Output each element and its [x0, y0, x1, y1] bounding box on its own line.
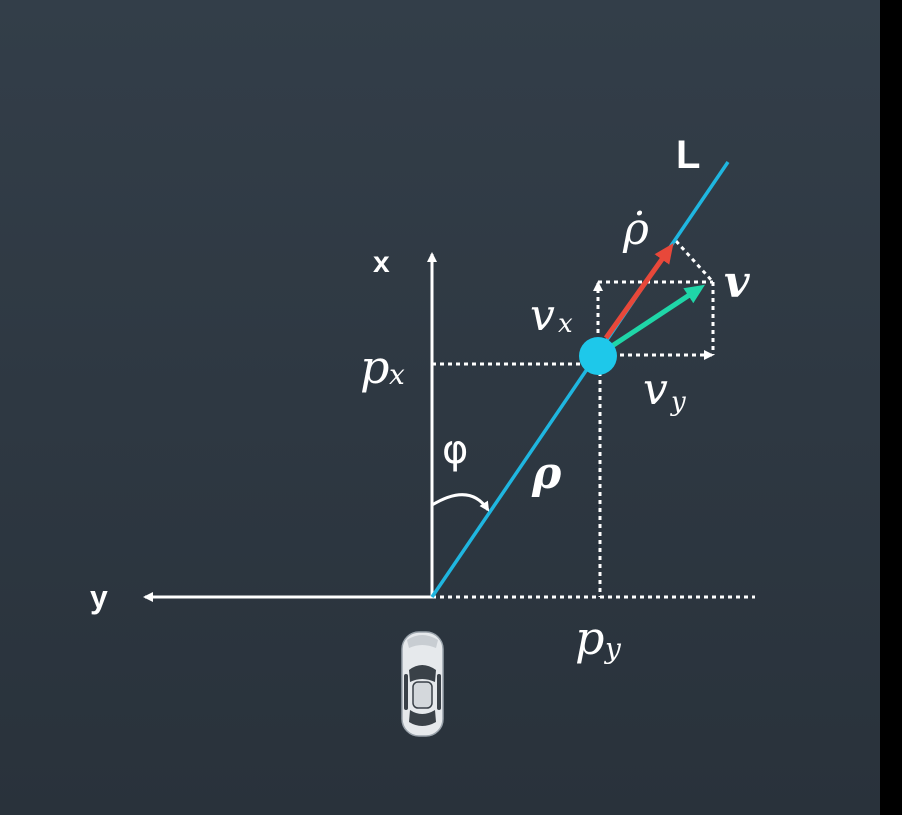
line-L-label: L — [676, 133, 700, 177]
line-L — [430, 161, 730, 598]
py-label-main: p — [575, 611, 604, 665]
vx-label: v x — [530, 290, 573, 341]
py-label: p y — [575, 611, 622, 665]
axes — [143, 252, 437, 602]
rho-dot-label: ρ̇ — [622, 204, 649, 255]
y-axis-label: y — [90, 579, 108, 615]
car-top-view-icon — [401, 631, 444, 737]
vx-label-main: v — [530, 290, 555, 341]
vy-label: v y — [643, 364, 686, 417]
phi-arc-arrow — [431, 493, 490, 512]
v-label: v — [724, 257, 750, 308]
px-label-sub: x — [389, 358, 405, 391]
radar-coordinate-diagram: x y L φ ρ ρ̇ v v x v y p x p y — [90, 133, 755, 737]
vy-label-main: v — [643, 364, 668, 415]
velocity-arrow — [610, 284, 706, 349]
right-edge-bar — [880, 0, 902, 815]
rho-label: ρ — [531, 448, 562, 499]
vy-label-sub: y — [670, 387, 686, 417]
rho-dot-arrow — [603, 243, 674, 340]
px-label-main: p — [360, 340, 389, 394]
px-label: p x — [360, 340, 405, 394]
x-axis-label: x — [373, 246, 390, 279]
vx-label-sub: x — [558, 309, 573, 339]
dotted-guides — [432, 239, 755, 599]
target-object — [579, 337, 617, 375]
rho-dot-guide — [674, 239, 715, 284]
py-label-sub: y — [603, 632, 622, 665]
phi-label: φ — [442, 427, 468, 473]
